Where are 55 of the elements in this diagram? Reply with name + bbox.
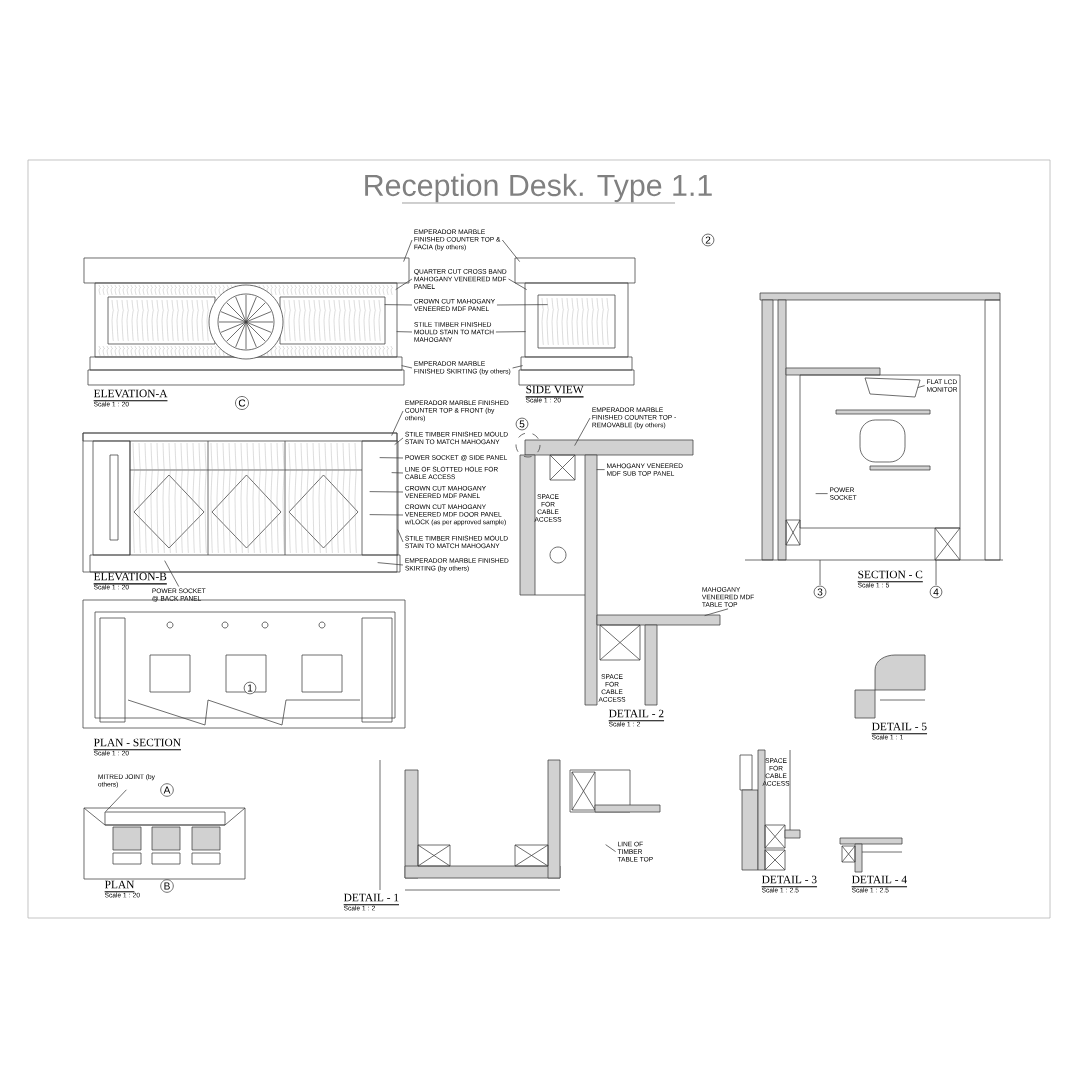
- callout-number: 3: [813, 585, 827, 599]
- callout-number: A: [160, 783, 174, 797]
- view-title: DETAIL - 4: [851, 875, 908, 888]
- detail-drawing: [839, 837, 903, 873]
- elevation-drawing: [83, 257, 410, 386]
- leader-line: [369, 491, 404, 493]
- leader-line: [105, 789, 127, 812]
- plan-drawing: [83, 807, 246, 880]
- leader-line: [704, 608, 729, 616]
- leader-line: [391, 410, 404, 436]
- leader-line: [508, 278, 527, 290]
- leader-line: [377, 562, 404, 566]
- leader-line: [394, 437, 404, 445]
- leader-line: [369, 514, 404, 516]
- leader-line: [596, 469, 605, 470]
- callout-number: B: [160, 879, 174, 893]
- leader-line: [574, 417, 591, 446]
- leader-line: [512, 365, 523, 369]
- view-title: SECTION - C: [857, 570, 924, 583]
- detail-drawing: [379, 759, 661, 891]
- side-view-drawing: [514, 257, 636, 386]
- leader-line: [917, 385, 925, 388]
- detail-drawing: [854, 654, 926, 719]
- elevation-drawing: [82, 432, 401, 573]
- leader-line: [384, 304, 413, 306]
- leader-line: [391, 472, 404, 474]
- leader-line: [397, 529, 404, 543]
- callout-number: 1: [243, 681, 257, 695]
- leader-line: [501, 239, 520, 262]
- view-title: DETAIL - 2: [608, 709, 665, 722]
- section-drawing: [744, 292, 1004, 586]
- callout-number: 4: [929, 585, 943, 599]
- view-title: SIDE VIEW: [525, 385, 585, 398]
- detail-drawing: [739, 749, 801, 871]
- view-title: ELEVATION-A: [93, 389, 168, 402]
- view-title: DETAIL - 5: [871, 722, 928, 735]
- leader-line: [395, 278, 413, 290]
- leader-line: [403, 239, 413, 262]
- drawing-title: Reception Desk. Type 1.1: [365, 173, 712, 203]
- leader-line: [401, 365, 413, 369]
- callout-number: 2: [701, 233, 715, 247]
- view-title: PLAN - SECTION: [93, 738, 182, 751]
- leader-line: [396, 331, 413, 333]
- view-title: PLAN: [104, 880, 135, 893]
- leader-line: [605, 844, 616, 852]
- callout-number: 5: [515, 417, 529, 431]
- leader-line: [815, 493, 828, 494]
- view-title: DETAIL - 3: [761, 875, 818, 888]
- leader-line: [495, 331, 526, 333]
- leader-line: [379, 457, 404, 459]
- callout-number: C: [235, 396, 249, 410]
- view-title: ELEVATION-B: [93, 572, 168, 585]
- leader-line: [164, 560, 180, 587]
- leader-line: [496, 304, 548, 306]
- view-title: DETAIL - 1: [343, 893, 400, 906]
